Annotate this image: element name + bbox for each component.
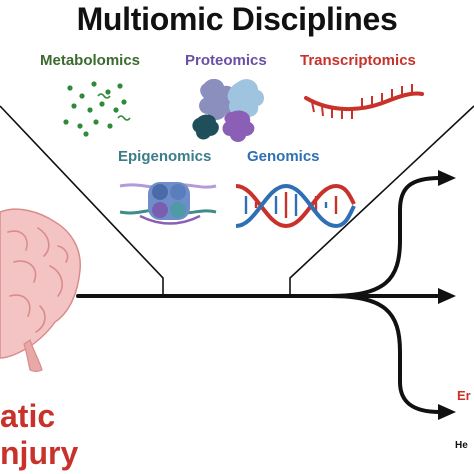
nucleosome-icon — [119, 182, 217, 225]
proteomics-label: Proteomics — [185, 52, 267, 69]
funnel-outline — [0, 105, 474, 296]
metabolite-dots-icon — [63, 81, 131, 137]
cropped-right-red-text: Er — [457, 388, 471, 403]
cropped-left-text-line2: njury — [0, 435, 79, 471]
brain-icon — [0, 208, 81, 373]
branch-arrows — [76, 176, 442, 414]
rna-strand-icon — [304, 84, 424, 119]
dna-double-helix-icon — [235, 183, 356, 229]
diagram-title: Multiomic Disciplines — [76, 1, 398, 37]
protein-structures-icon — [192, 78, 264, 142]
genomics-label: Genomics — [247, 148, 320, 165]
arrowheads — [438, 170, 456, 420]
epigenomics-label: Epigenomics — [118, 148, 212, 165]
metabolomics-label: Metabolomics — [40, 52, 141, 69]
cropped-right-black-text: He — [455, 440, 468, 451]
transcriptomics-label: Transcriptomics — [300, 52, 416, 69]
cropped-left-text-line1: atic — [0, 398, 56, 434]
